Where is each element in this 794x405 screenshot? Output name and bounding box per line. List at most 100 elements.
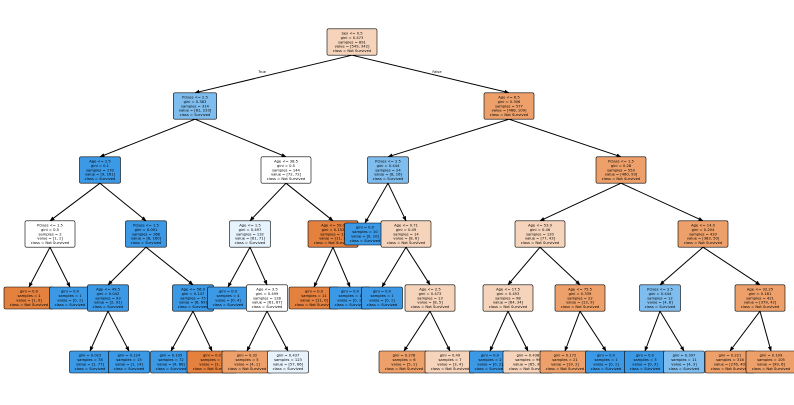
node-text-line: value = [6, 69] xyxy=(179,301,207,305)
node-text-line: class = Not Survived xyxy=(387,241,425,245)
node-text-line: gini = 0.153 xyxy=(322,228,345,232)
node-text-line: class = Not Survived xyxy=(314,241,352,245)
node-text-line: class = Not Survived xyxy=(509,367,547,371)
node-text-line: samples = 72 xyxy=(158,358,183,362)
node-text-line: samples = 577 xyxy=(495,104,523,108)
node-text-line: gini = 0.023 xyxy=(79,354,102,358)
node-box xyxy=(554,284,606,312)
node-text-line: samples = 93 xyxy=(95,296,121,300)
node-text-line: value = [276, 40] xyxy=(714,363,747,367)
node-text-line: samples = 11 xyxy=(671,358,696,362)
node-text-line: Age <= 0.71 xyxy=(394,224,418,228)
node-text-line: value = [99, 6] xyxy=(757,363,785,367)
node-text-line: value = [460, 93] xyxy=(605,173,638,177)
edge-n13-n25 xyxy=(507,246,541,286)
node-box xyxy=(404,284,456,312)
node-text-line: Age <= 38.5 xyxy=(274,160,299,164)
node-text-line: samples = 553 xyxy=(607,168,635,172)
node-text-line: class = Survived xyxy=(367,303,398,307)
node-text-line: gini = 0.0 xyxy=(373,290,392,294)
node-text-line: value = [11, 0] xyxy=(300,299,328,303)
edge-n3-n8 xyxy=(99,182,147,222)
node-text-line: class = Not Survived xyxy=(546,367,584,371)
node-text-line: value = [5, 1] xyxy=(391,363,417,367)
node-text-line: samples = 6 xyxy=(392,358,416,362)
node-text-line: value = [383, 50] xyxy=(687,237,720,241)
node-text-line: gini = 0.0 xyxy=(305,290,324,294)
node-text-line: value = [64, 34] xyxy=(493,301,524,305)
edge-n20-n33 xyxy=(246,310,268,352)
node-text-line: samples = 316 xyxy=(716,358,744,362)
node-text-line: value = [4, 1] xyxy=(234,363,260,367)
node-text-line: samples = 15 xyxy=(116,358,142,362)
node-text-line: Age <= 56.0 xyxy=(181,288,206,292)
node-text-line: gini = 0.278 xyxy=(393,354,416,358)
node-text-line: value = [61, 71] xyxy=(235,237,266,241)
node-text-line: Age <= 1.5 xyxy=(239,224,261,228)
node-text-line: value = [549, 342] xyxy=(335,45,370,49)
node-text-line: value = [3, 4] xyxy=(437,363,463,367)
node-text-line: class = Survived xyxy=(273,367,304,371)
edge-n4-n9 xyxy=(249,182,287,222)
edge-n18-n31 xyxy=(170,310,194,352)
edge-n26-n40 xyxy=(579,310,607,352)
edge-n10-n22 xyxy=(332,247,351,288)
edge-n25-n38 xyxy=(507,310,529,352)
edge-n7-n15 xyxy=(28,246,51,288)
node-text-line: samples = 22 xyxy=(567,296,592,300)
node-text-line: gini = 0.172 xyxy=(554,354,577,358)
node-box xyxy=(734,284,786,312)
edge-n25-n37 xyxy=(489,310,509,352)
node-text-line: samples = 11 xyxy=(301,294,326,298)
edge-n17-n30 xyxy=(107,310,130,352)
edge-n10-n21 xyxy=(313,246,334,288)
node-text-line: samples = 421 xyxy=(746,296,774,300)
node-text-line: class = Survived xyxy=(85,177,116,181)
node-box xyxy=(108,350,150,374)
node-text-line: gini = 0.0 xyxy=(636,354,655,358)
node-text-line: Age <= 32.25 xyxy=(747,288,774,292)
node-text-line: samples = 3 xyxy=(633,358,657,362)
edge-n9-n19 xyxy=(227,246,251,288)
edge-n12-n23 xyxy=(381,246,407,288)
node-text-line: value = [61, 67] xyxy=(252,301,283,305)
node-text-line: value = [81, 233] xyxy=(179,109,212,113)
node-text-line: gini = 0.1 xyxy=(91,164,109,168)
node-box xyxy=(514,220,566,248)
node-text-line: samples = 1 xyxy=(17,294,40,298)
node-text-line: class = Survived xyxy=(156,367,187,371)
node-text-line: class = Not Survived xyxy=(411,305,449,309)
node-text-line: samples = 170 xyxy=(86,168,114,172)
node-text-line: samples = 144 xyxy=(272,168,300,172)
node-text-line: value = [8, 6] xyxy=(393,237,419,241)
node-text-line: samples = 10 xyxy=(352,230,378,234)
node-text-line: samples = 78 xyxy=(77,358,103,362)
edge-n14-n27 xyxy=(659,246,704,286)
node-text-line: class = Survived xyxy=(591,367,622,371)
node-text-line: Age <= 3.5 xyxy=(256,288,278,292)
node-text-line: Age <= 53.0 xyxy=(528,224,553,228)
node-box xyxy=(229,220,271,248)
node-text-line: Age <= 75.5 xyxy=(568,288,593,292)
node-text-line: gini = 0.0 xyxy=(20,290,39,294)
node-text-line: gini = 0.453 xyxy=(497,292,520,296)
node-text-line: samples = 7 xyxy=(438,358,462,362)
node-text-line: samples = 2 xyxy=(38,232,61,236)
node-text-line: class = Survived xyxy=(178,305,209,309)
edge-n5-n11 xyxy=(364,182,389,224)
node-text-line: gini = 0.499 xyxy=(256,292,279,296)
